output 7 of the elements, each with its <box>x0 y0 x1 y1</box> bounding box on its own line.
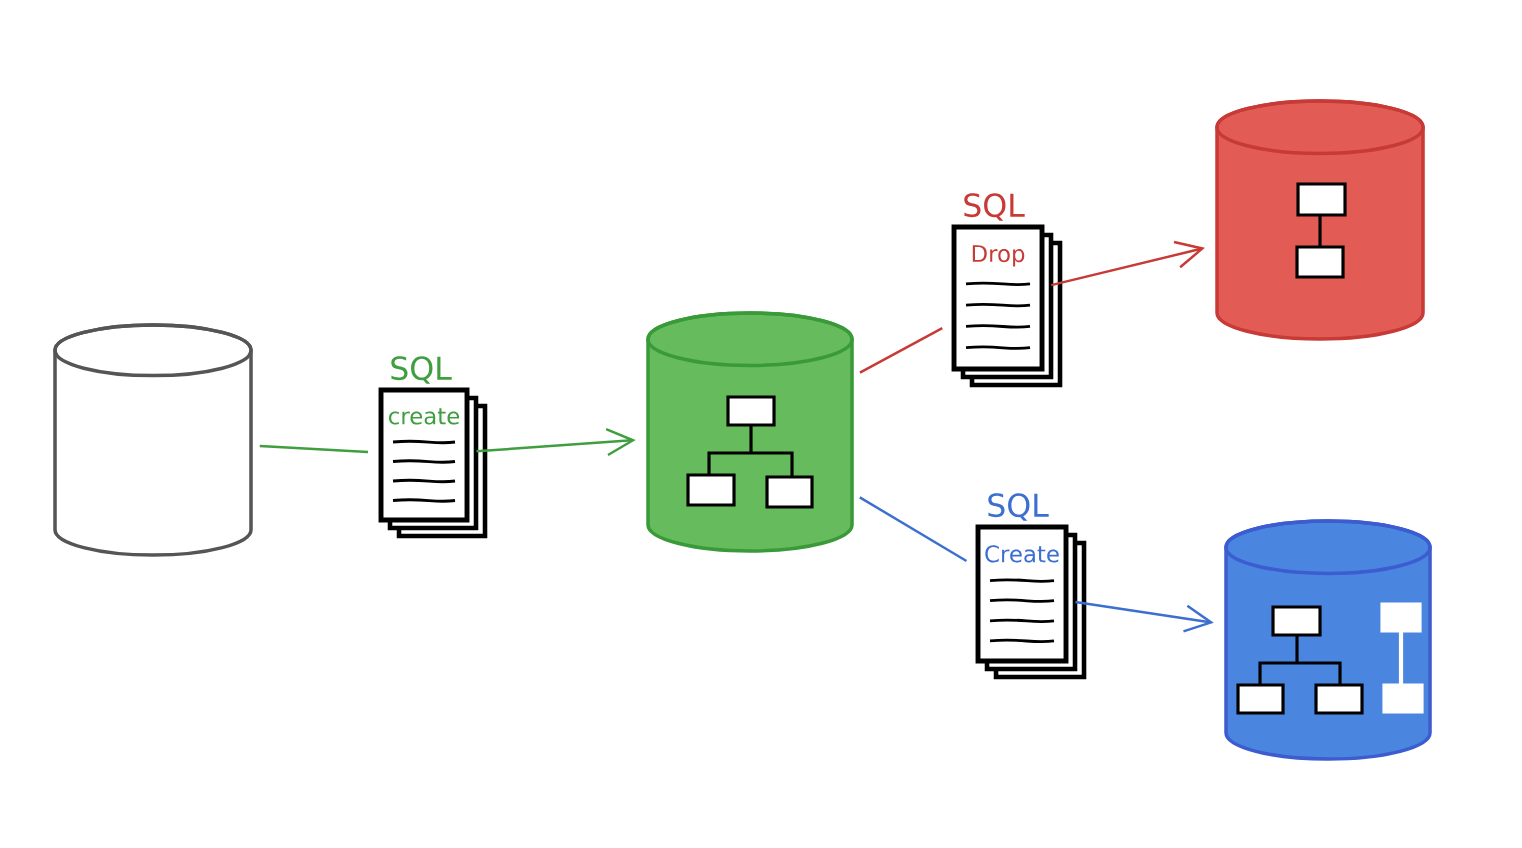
heading: SQL <box>964 193 1025 221</box>
heading: SQL <box>988 493 1049 521</box>
heading: SQL <box>391 356 452 384</box>
arrow <box>1075 600 1214 633</box>
database-cylinder <box>53 323 253 557</box>
arrow <box>476 428 636 457</box>
arrow <box>1051 240 1205 287</box>
